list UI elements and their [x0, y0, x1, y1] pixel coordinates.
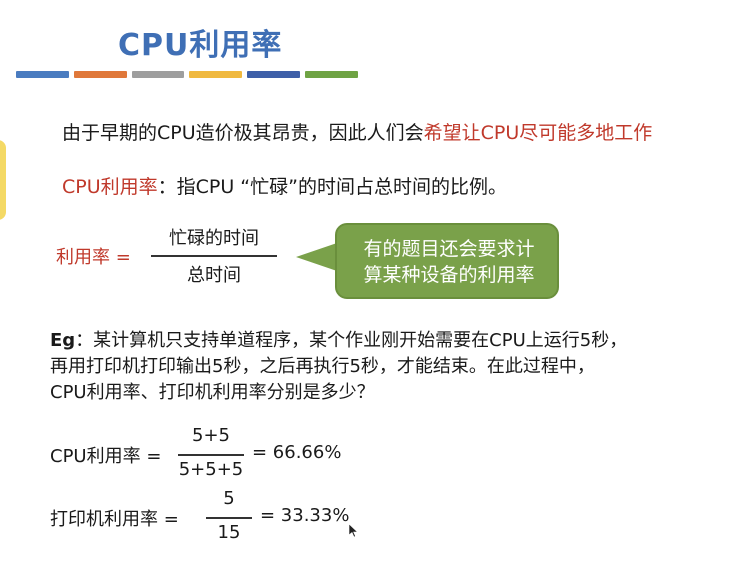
color-bar-segment [131, 71, 185, 78]
example-line-3: CPU利用率、打印机利用率分别是多少？ [50, 382, 375, 403]
callout-tail [296, 243, 337, 271]
printer-answer-numerator: 5 [223, 488, 235, 509]
fraction-bar [206, 517, 252, 519]
definition-text: ：指CPU “忙碌”的时间占总时间的比例。 [157, 176, 507, 198]
formula-numerator: 忙碌的时间 [169, 228, 259, 249]
printer-answer-label: 打印机利用率 = [50, 509, 179, 530]
color-bar-segment [16, 71, 69, 78]
cpu-answer-result: = 66.66% [252, 442, 342, 463]
mouse-cursor-icon [349, 524, 359, 538]
printer-answer-denominator: 15 [217, 522, 241, 543]
formula-denominator: 总时间 [187, 265, 241, 286]
note-callout: 有的题目还会要求计 算某种设备的利用率 [335, 223, 559, 299]
fraction-bar [151, 255, 277, 257]
cpu-answer-denominator: 5+5+5 [178, 459, 244, 480]
example-problem: Eg：某计算机只支持单道程序，某个作业刚开始需要在CPU上运行5秒， 再用打印机… [50, 328, 720, 406]
color-bar-segment [305, 71, 358, 78]
intro-sentence: 由于早期的CPU造价极其昂贵，因此人们会希望让CPU尽可能多地工作 [62, 118, 652, 145]
color-bar-segment [73, 71, 127, 78]
printer-answer: 打印机利用率 = 5 15 = 33.33% [50, 488, 360, 546]
formula-label: 利用率 = [56, 247, 131, 268]
cpu-answer-label: CPU利用率 = [50, 446, 162, 467]
printer-answer-result: = 33.33% [260, 505, 350, 526]
fraction-bar [178, 454, 244, 456]
page-title: CPU利用率 [118, 28, 283, 63]
callout-line-2: 算某种设备的利用率 [363, 264, 535, 286]
cpu-answer-numerator: 5+5 [192, 425, 230, 446]
callout-line-1: 有的题目还会要求计 [363, 238, 535, 260]
example-prefix: Eg [50, 330, 76, 351]
intro-prefix: 由于早期的CPU造价极其昂贵，因此人们会 [62, 122, 424, 144]
definition-term: CPU利用率 [62, 176, 158, 198]
example-line-1: Eg：某计算机只支持单道程序，某个作业刚开始需要在CPU上运行5秒， [50, 328, 720, 354]
color-bar-segment [189, 71, 243, 78]
intro-highlight: 希望让CPU尽可能多地工作 [423, 122, 653, 144]
left-decoration [0, 140, 6, 220]
title-color-bar [16, 71, 358, 78]
example-line-2: 再用打印机打印输出5秒，之后再执行5秒，才能结束。在此过程中， [50, 356, 595, 377]
cpu-answer: CPU利用率 = 5+5 5+5+5 = 66.66% [50, 425, 350, 483]
utilization-formula: 利用率 = 忙碌的时间 总时间 [56, 224, 296, 286]
definition-sentence: CPU利用率：指CPU “忙碌”的时间占总时间的比例。 [62, 172, 507, 199]
color-bar-segment [247, 71, 301, 78]
example-text-1: ：某计算机只支持单道程序，某个作业刚开始需要在CPU上运行5秒， [75, 330, 628, 351]
